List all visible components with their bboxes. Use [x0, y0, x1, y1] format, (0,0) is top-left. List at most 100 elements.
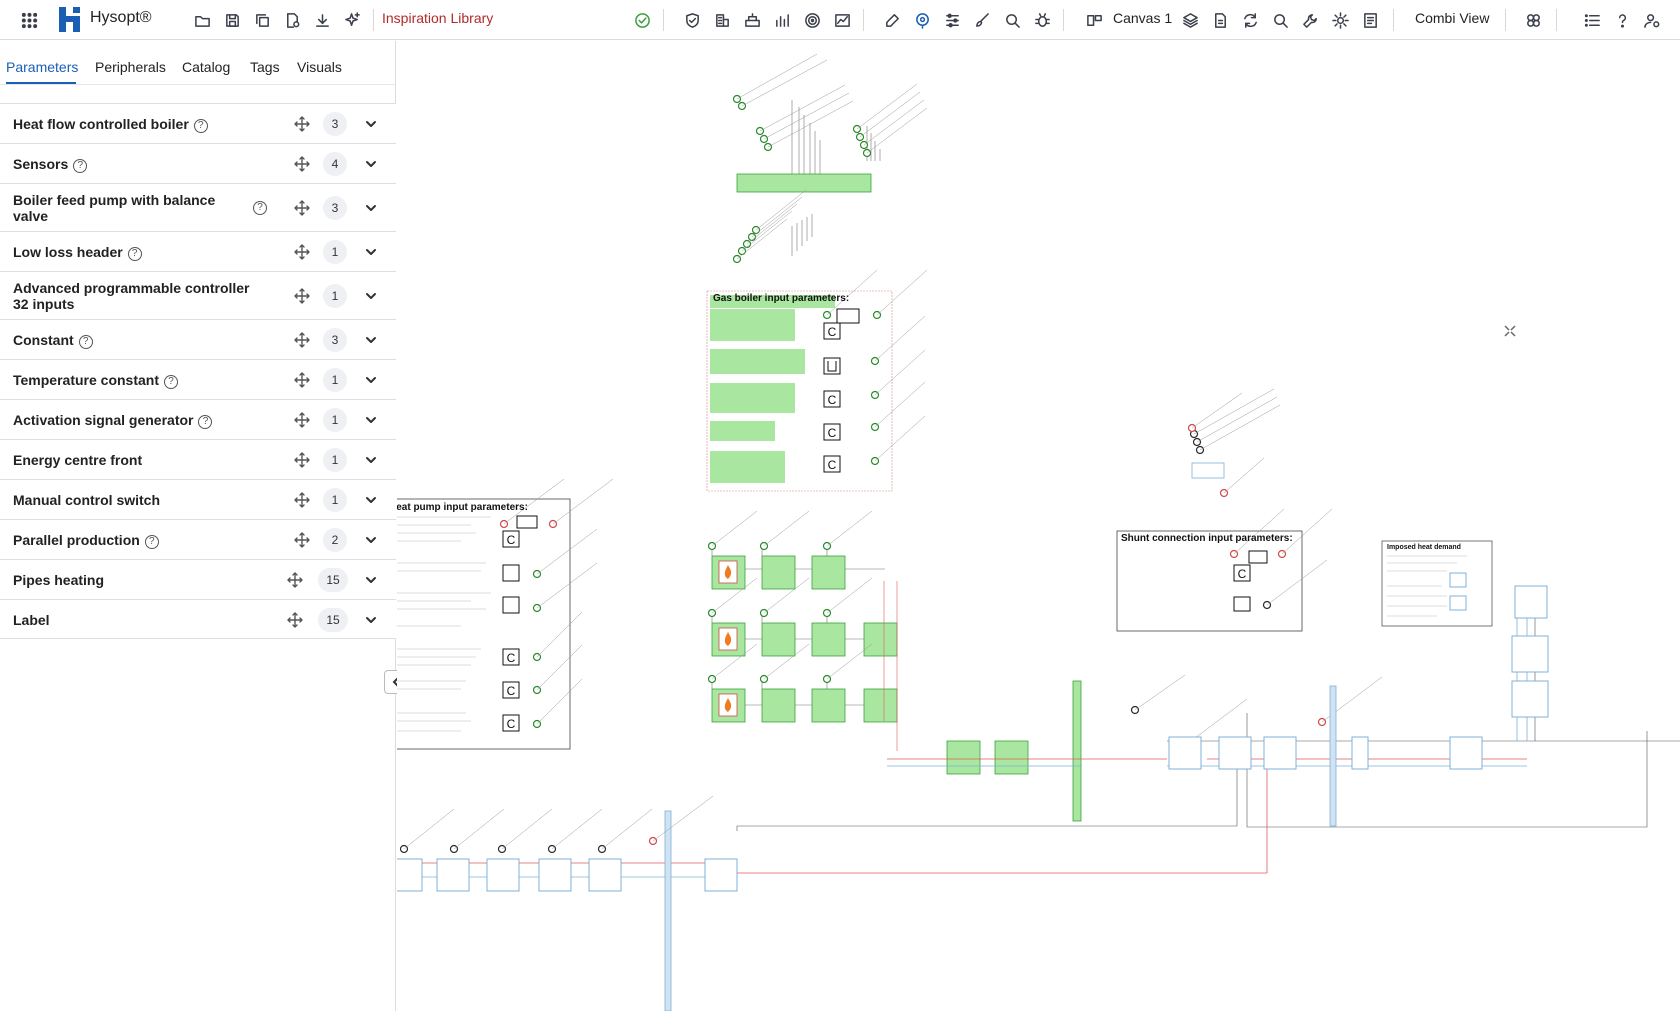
help-icon[interactable]: ? — [144, 535, 159, 549]
shunt-area[interactable]: C — [1116, 508, 1549, 827]
chevron-down-icon[interactable] — [364, 493, 378, 507]
move-icon[interactable] — [287, 572, 303, 588]
help-icon[interactable]: ? — [253, 201, 267, 215]
chevron-down-icon[interactable] — [364, 573, 378, 587]
parameter-row-sensors[interactable]: Sensors? 4 — [0, 143, 396, 183]
chevron-down-icon[interactable] — [364, 413, 378, 427]
file-settings-icon[interactable] — [280, 8, 304, 32]
parameter-row-constant[interactable]: Constant? 3 — [0, 319, 396, 359]
move-icon[interactable] — [294, 156, 310, 172]
list-icon[interactable] — [1580, 8, 1604, 32]
row-label: Constant — [13, 332, 74, 348]
save-icon[interactable] — [220, 8, 244, 32]
library-title[interactable]: Inspiration Library — [382, 10, 494, 26]
zoom-icon[interactable] — [1000, 8, 1024, 32]
open-folder-icon[interactable] — [190, 8, 214, 32]
top-toolbar: Hysopt® Inspiration Library Canvas 1 Com… — [0, 0, 1680, 40]
sensor-cluster[interactable] — [1187, 388, 1281, 498]
chevron-down-icon[interactable] — [364, 533, 378, 547]
help-icon[interactable]: ? — [193, 119, 208, 133]
edit-icon[interactable] — [880, 8, 904, 32]
check-circle-icon[interactable] — [630, 8, 654, 32]
sliders-icon[interactable] — [940, 8, 964, 32]
parameter-row-pipes-heating[interactable]: Pipes heating 15 — [0, 559, 396, 599]
chevron-down-icon[interactable] — [364, 453, 378, 467]
apps-grid-icon[interactable] — [17, 8, 41, 32]
tab-peripherals[interactable]: Peripherals — [95, 59, 166, 75]
tab-parameters[interactable]: Parameters — [6, 59, 79, 75]
help-icon[interactable] — [1610, 8, 1634, 32]
report-icon[interactable] — [1358, 8, 1382, 32]
canvas-selector[interactable]: Canvas 1 — [1113, 10, 1173, 26]
tab-visuals[interactable]: Visuals — [297, 59, 342, 75]
chevron-down-icon[interactable] — [364, 157, 378, 171]
user-settings-icon[interactable] — [1640, 8, 1664, 32]
target-icon[interactable] — [800, 8, 824, 32]
parameter-row-temperature-constant[interactable]: Temperature constant? 1 — [0, 359, 396, 399]
move-icon[interactable] — [287, 612, 303, 628]
chevron-down-icon[interactable] — [364, 289, 378, 303]
move-icon[interactable] — [294, 200, 310, 216]
parameter-row-boiler-feed-pump[interactable]: Boiler feed pump with balance valve ? 3 — [0, 183, 396, 231]
building-icon[interactable] — [710, 8, 734, 32]
parameter-row-label[interactable]: Label 15 — [0, 599, 396, 639]
help-icon[interactable]: ? — [78, 335, 93, 349]
grid-dots-icon[interactable] — [770, 8, 794, 32]
parameter-row-manual-control-switch[interactable]: Manual control switch 1 — [0, 479, 396, 519]
canvas-layout-icon[interactable] — [1082, 8, 1106, 32]
help-icon[interactable]: ? — [164, 375, 178, 389]
location-icon[interactable] — [910, 8, 934, 32]
sparkle-icon[interactable] — [340, 8, 364, 32]
parameter-row-energy-centre-front[interactable]: Energy centre front 1 — [0, 439, 396, 479]
help-icon[interactable]: ? — [73, 159, 88, 173]
shield-icon[interactable] — [680, 8, 704, 32]
count-badge: 1 — [323, 284, 347, 308]
gear-icon[interactable] — [1328, 8, 1352, 32]
top-controller[interactable] — [732, 53, 928, 264]
move-icon[interactable] — [294, 288, 310, 304]
bottom-chain[interactable] — [397, 795, 738, 1011]
help-icon[interactable]: ? — [127, 247, 142, 261]
tab-tags[interactable]: Tags — [250, 59, 280, 75]
parameter-row-parallel-production[interactable]: Parallel production? 2 — [0, 519, 396, 559]
parameter-row-heat-flow-controlled-boiler[interactable]: Heat flow controlled boiler? 3 — [0, 103, 396, 143]
refresh-icon[interactable] — [1238, 8, 1262, 32]
download-icon[interactable] — [310, 8, 334, 32]
tab-catalog[interactable]: Catalog — [182, 59, 231, 75]
move-icon[interactable] — [294, 412, 310, 428]
chevron-down-icon[interactable] — [364, 117, 378, 131]
close-icon[interactable] — [1503, 324, 1517, 338]
wrench-icon[interactable] — [1298, 8, 1322, 32]
filter-icon[interactable] — [1521, 8, 1545, 32]
stack-icon[interactable] — [740, 8, 764, 32]
page-icon[interactable] — [1208, 8, 1232, 32]
move-icon[interactable] — [294, 372, 310, 388]
low-loss-header[interactable] — [1072, 680, 1082, 822]
parameter-row-advanced-controller[interactable]: Advanced programmable controller 32 inpu… — [0, 271, 396, 319]
help-icon[interactable]: ? — [198, 415, 213, 429]
chevron-down-icon[interactable] — [364, 613, 378, 627]
chevron-down-icon[interactable] — [364, 373, 378, 387]
chevron-down-icon[interactable] — [364, 333, 378, 347]
brush-icon[interactable] — [970, 8, 994, 32]
move-icon[interactable] — [294, 244, 310, 260]
view-selector[interactable]: Combi View — [1415, 10, 1490, 26]
move-icon[interactable] — [294, 332, 310, 348]
bug-icon[interactable] — [1030, 8, 1054, 32]
heat-generator-rows[interactable] — [707, 510, 1029, 775]
layers-icon[interactable] — [1178, 8, 1202, 32]
chart-icon[interactable] — [830, 8, 854, 32]
chevron-down-icon[interactable] — [364, 245, 378, 259]
chevron-down-icon[interactable] — [364, 201, 378, 215]
move-icon[interactable] — [294, 492, 310, 508]
parameter-row-low-loss-header[interactable]: Low loss header? 1 — [0, 231, 396, 271]
parameter-row-activation-signal-generator[interactable]: Activation signal generator? 1 — [0, 399, 396, 439]
copy-icon[interactable] — [250, 8, 274, 32]
search-icon[interactable] — [1268, 8, 1292, 32]
move-icon[interactable] — [294, 116, 310, 132]
move-icon[interactable] — [294, 532, 310, 548]
move-icon[interactable] — [294, 452, 310, 468]
